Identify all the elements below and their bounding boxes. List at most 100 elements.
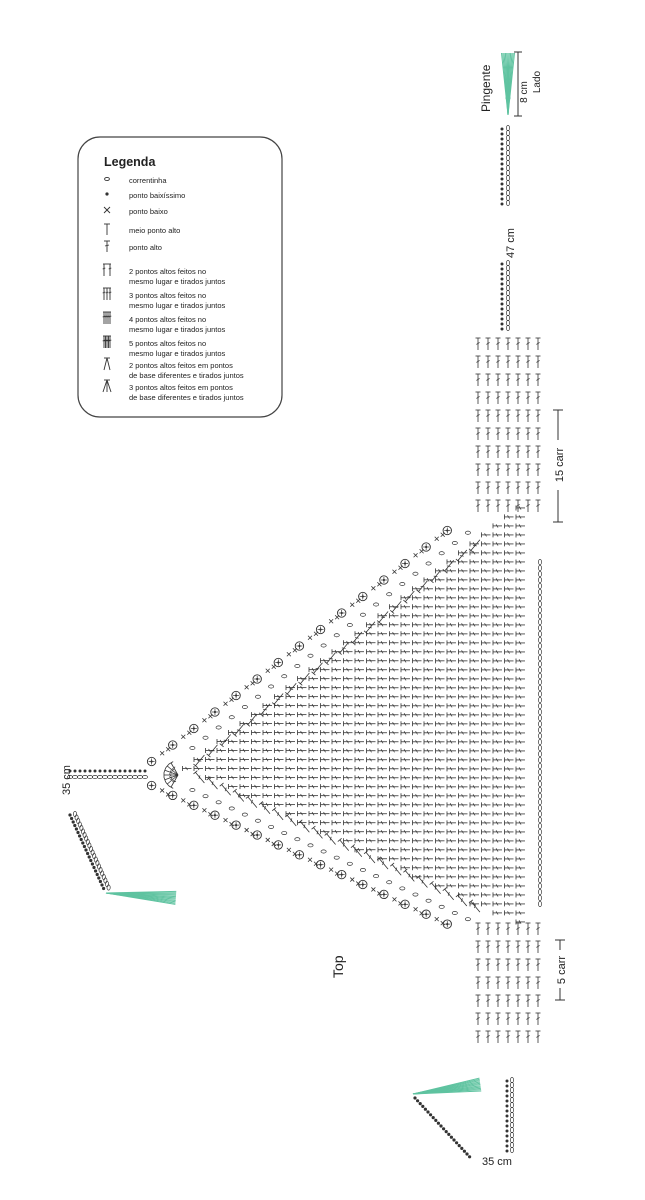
stitch-mark [504, 838, 514, 844]
stitch-mark [412, 748, 422, 754]
stitch-mark [366, 748, 376, 754]
stitch-mark [400, 622, 410, 628]
chain-mark [189, 788, 196, 792]
slip-stitch-mark [138, 769, 142, 773]
pendant-label-group: Pingente 8 cm Lado [479, 51, 543, 117]
stitch-mark [481, 892, 491, 898]
edge-cluster-mark [232, 723, 245, 737]
stitch-mark [308, 757, 318, 763]
stitch-mark [504, 883, 514, 889]
stitch-mark [423, 775, 433, 781]
strap-stitch-mark [475, 1012, 481, 1025]
strap-stitch-mark [505, 499, 511, 512]
stitch-mark [469, 730, 479, 736]
stitch-mark [469, 838, 479, 844]
apex-cluster-mark [168, 774, 179, 789]
slip-stitch-mark [81, 841, 85, 845]
single-crochet-mark [286, 847, 292, 853]
picot-mark [379, 889, 389, 900]
chain-mark [538, 607, 542, 613]
stitch-mark [251, 721, 261, 727]
stitch-mark [343, 766, 353, 772]
stitch-mark [366, 739, 376, 745]
stitch-mark [481, 604, 491, 610]
stitch-mark [400, 811, 410, 817]
stitch-mark [320, 739, 330, 745]
strap-stitch-mark [505, 409, 511, 422]
stitch-mark [251, 757, 261, 763]
chain-mark [538, 679, 542, 685]
single-crochet-mark [328, 867, 334, 872]
stitch-mark [515, 874, 525, 880]
stitch-mark [504, 523, 514, 529]
strap-stitch-mark [515, 958, 521, 971]
stitch-mark [216, 766, 226, 772]
strap-stitch-mark [495, 1012, 501, 1025]
chain-mark [538, 649, 542, 655]
slip-stitch-mark [500, 162, 504, 166]
slip-stitch-mark [76, 830, 80, 835]
chain-mark [510, 1097, 514, 1103]
strap-stitch-mark [515, 427, 521, 440]
stitch-mark [469, 892, 479, 898]
stitch-mark [412, 658, 422, 664]
stitch-mark [412, 775, 422, 781]
picot-mark [337, 869, 347, 880]
chain-mark [538, 835, 542, 841]
slip-stitch-mark [500, 317, 504, 321]
stitch-mark [435, 784, 445, 790]
chain-mark [506, 315, 510, 321]
chain-mark [538, 745, 542, 751]
picot-mark [210, 810, 220, 820]
strap-stitch-mark [525, 481, 531, 494]
stitch-mark [423, 874, 433, 880]
legend-item: ponto alto [104, 240, 162, 252]
stitch-mark [469, 640, 479, 646]
chain-mark [538, 871, 542, 877]
stitch-mark [377, 703, 387, 709]
stitch-mark [435, 613, 445, 619]
stitch-mark [515, 856, 525, 862]
strap-stitch-mark [505, 958, 511, 971]
stitch-mark [492, 550, 502, 556]
stitch-mark [504, 685, 514, 691]
stitch-mark [228, 748, 238, 754]
slip-stitch-mark [416, 1099, 420, 1103]
slip-stitch-mark [500, 137, 504, 141]
chain-mark [127, 775, 133, 779]
stitch-mark [504, 721, 514, 727]
chain-mark [281, 674, 288, 679]
stitch-mark [412, 595, 422, 601]
strap-stitch-mark [505, 994, 511, 1007]
stitch-mark [458, 676, 468, 682]
single-crochet-mark [265, 837, 271, 843]
stitch-mark [458, 667, 468, 673]
stitch-mark [469, 856, 479, 862]
stitch-mark [377, 829, 387, 835]
chain-mark [538, 865, 542, 871]
stitch-mark [435, 595, 445, 601]
chain-mark [360, 868, 366, 872]
slip-stitch-mark [500, 272, 504, 276]
slip-stitch-mark [500, 167, 504, 171]
stitch-mark [515, 559, 525, 565]
edge-cluster-mark [455, 893, 468, 907]
stitch-mark [481, 883, 491, 889]
stitch-mark [435, 685, 445, 691]
stitch-mark [423, 676, 433, 682]
stitch-mark [412, 847, 422, 853]
apex-cluster-mark [168, 761, 179, 776]
stitch-mark [400, 793, 410, 799]
stitch-mark [285, 685, 295, 691]
strap-stitch-mark [525, 463, 531, 476]
stitch-mark [366, 793, 376, 799]
dc3tog-icon [102, 379, 112, 393]
stitch-mark [366, 694, 376, 700]
strap-stitch-mark [505, 976, 511, 989]
stitch-mark [331, 694, 341, 700]
stitch-mark [331, 676, 341, 682]
stitch-mark [389, 802, 399, 808]
stitch-mark [297, 685, 307, 691]
stitch-mark [504, 604, 514, 610]
stitch-mark [331, 712, 341, 718]
